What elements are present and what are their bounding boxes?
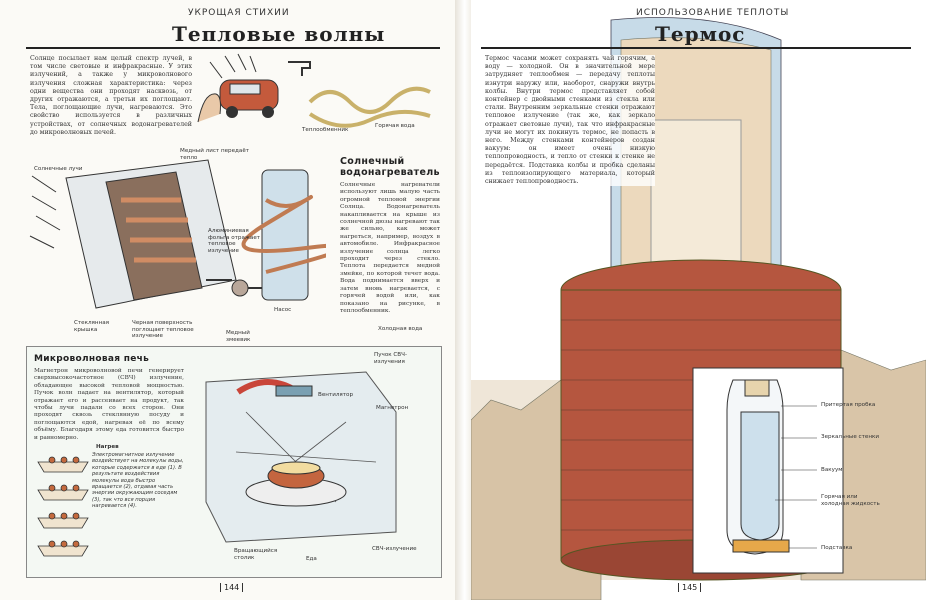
copper-coil (241, 195, 326, 274)
label-sun-rays: Солнечные лучи (34, 166, 83, 172)
heat-caption: Нагрев (96, 444, 119, 450)
water-tank (261, 169, 309, 301)
intro-illustration (197, 53, 431, 128)
microwave-paragraph: Магнетрон микроволновой печи генерирует … (34, 368, 184, 441)
label-microwave: СВЧ-излучение (372, 546, 417, 552)
label-copper-coil: Медный змеевик (226, 330, 251, 343)
right-page: ИСПОЛЬЗОВАНИЕ ТЕПЛОТЫ Термос Термос часа… (471, 0, 926, 600)
heater-paragraph: Солнечные нагреватели используют лишь ма… (340, 182, 440, 314)
pump-icon (231, 279, 249, 297)
person-icon (197, 93, 221, 123)
label-beam: Пучок СВЧ-излучения (374, 352, 407, 365)
label-black-surface: Черная поверхность поглощает тепловое из… (132, 320, 194, 340)
thermos-building-illustration (471, 17, 926, 600)
intro-paragraph: Солнце посылает нам целый спектр лучей, … (30, 55, 192, 136)
running-head-right: ИСПОЛЬЗОВАНИЕ ТЕПЛОТЫ (636, 8, 790, 18)
label-glass-cover: Стеклянная крышка (74, 320, 110, 333)
label-food: Еда (306, 556, 317, 562)
black-surface (105, 171, 203, 301)
flask-liquid (740, 411, 780, 541)
label-aluminum-foil: Алюминиевая фольга отражает тепловое изл… (208, 228, 261, 254)
title-rule-right (481, 47, 911, 49)
thermos-paragraph: Термос часами может сохранять чай горячи… (485, 55, 655, 187)
heat-paragraph: Электромагнитное излучение воздействует … (92, 452, 184, 510)
label-heat-exchanger: Теплообменник (302, 127, 349, 133)
page-title-left: Тепловые волны (172, 22, 386, 46)
label-cork: Притертая пробка (821, 402, 876, 408)
label-vacuum: Вакуум (821, 467, 843, 473)
label-pump: Насос (274, 307, 292, 313)
magnetron-block (275, 385, 313, 397)
heater-title: Солнечный водонагреватель (340, 156, 440, 178)
book-gutter (455, 0, 471, 600)
label-mirror-walls: Зеркальные стенки (821, 434, 879, 440)
left-page: УКРОЩАЯ СТИХИИ Тепловые волны Солнце пос… (0, 0, 455, 600)
microwave-diagram (205, 371, 397, 543)
heating-steps (37, 456, 89, 557)
label-cold-water: Холодная вода (378, 326, 423, 332)
hose-icon (308, 86, 431, 114)
stand-icon (732, 539, 790, 553)
label-liquid: Горячая или холодная жидкость (821, 494, 880, 507)
label-copper-sheet: Медный лист передаёт тепло (180, 148, 250, 161)
label-stand: Подставка (821, 545, 853, 551)
page-number-right: 145 (678, 583, 702, 592)
solar-heater-diagram (29, 159, 326, 309)
title-rule-left (26, 47, 440, 49)
label-fan: Вентилятор (318, 392, 354, 398)
copper-pipe (121, 197, 196, 263)
label-turntable: Вращающийся столик (234, 548, 278, 561)
cork-icon (744, 379, 770, 397)
label-hot-water: Горячая вода (375, 123, 415, 129)
page-title-right: Термос (655, 22, 746, 46)
page-number-left: 144 (220, 583, 244, 592)
running-head-left: УКРОЩАЯ СТИХИИ (188, 8, 290, 18)
tap-icon (288, 61, 311, 76)
label-magnetron: Магнетрон (376, 405, 409, 411)
microwave-title: Микроволновая печь (34, 354, 150, 364)
